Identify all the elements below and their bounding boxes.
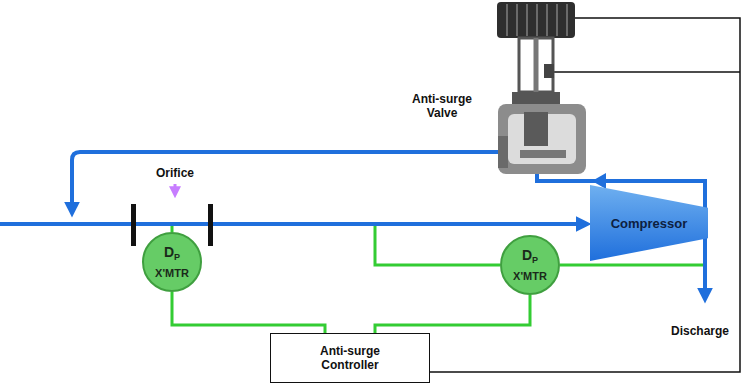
recycle-pipe	[72, 152, 500, 212]
node-text: Compressor	[611, 216, 688, 231]
compressor-shape: Compressor	[590, 185, 708, 261]
control-wire	[430, 18, 740, 372]
actuator-ribs	[507, 4, 567, 36]
feedback-wire	[550, 71, 740, 73]
positioner-link	[544, 64, 554, 78]
node-text: X'MTR	[155, 267, 189, 280]
symbol-text: D	[164, 244, 174, 260]
node-content: DP X'MTR	[144, 234, 200, 290]
pointer-arrow	[174, 184, 177, 194]
valve-body	[498, 104, 586, 174]
transmitter-circle: DP X'MTR	[500, 235, 560, 295]
signal-line	[375, 226, 500, 265]
subscript-text: P	[174, 252, 180, 262]
transmitter-circle: DP X'MTR	[142, 232, 202, 292]
valve-actuator	[497, 2, 575, 38]
symbol-text: D	[522, 247, 532, 263]
node-content: Compressor	[590, 185, 730, 261]
orifice-plate	[208, 204, 213, 246]
signal-connector	[375, 295, 530, 333]
subscript-text: P	[532, 255, 538, 265]
valve-seat	[520, 150, 566, 158]
node-text: X'MTR	[513, 270, 547, 283]
valve-flange	[498, 136, 508, 168]
node-content: Anti-surge Controller	[271, 334, 429, 382]
node-content: DP X'MTR	[502, 237, 558, 293]
node-text: Anti-surge Controller	[300, 344, 400, 372]
text-line: DP	[164, 245, 180, 265]
signal-connector	[172, 292, 325, 333]
compressor-body	[590, 185, 708, 261]
signal-line	[560, 264, 703, 267]
text-line: DP	[522, 248, 538, 268]
controller-box: Anti-surge Controller	[270, 333, 430, 383]
orifice-plate	[131, 204, 136, 246]
part-label: Orifice	[145, 166, 205, 180]
valve-bonnet	[512, 92, 560, 104]
suction-pipe	[0, 222, 586, 226]
part-label: Anti-surge Valve	[396, 92, 488, 120]
part-label: Discharge	[664, 324, 736, 338]
valve-plug	[524, 112, 548, 146]
